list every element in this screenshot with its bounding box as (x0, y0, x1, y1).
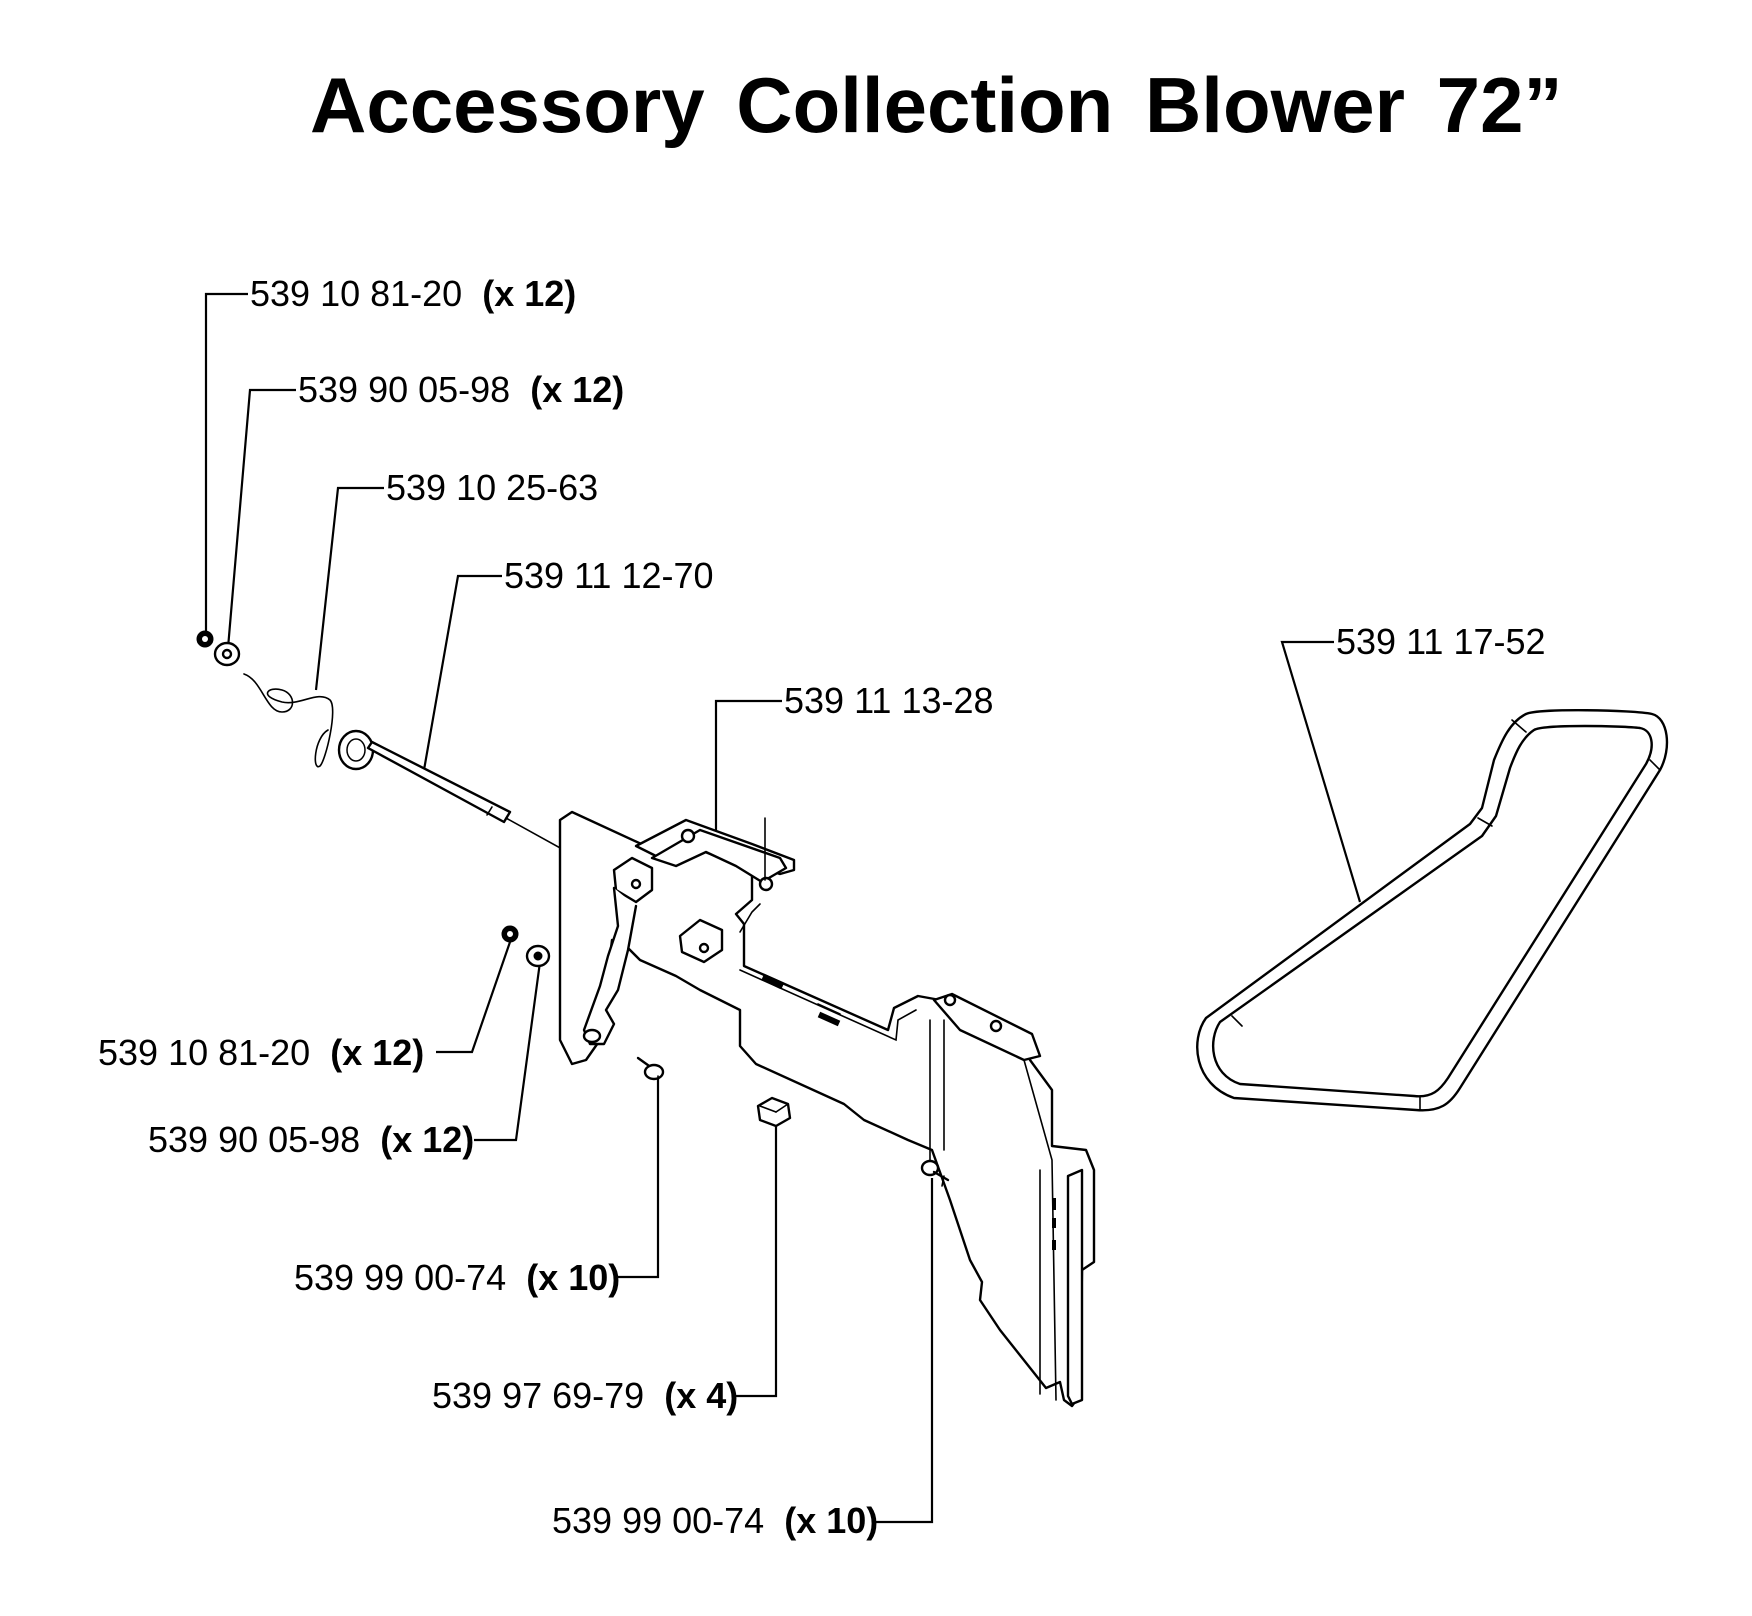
part-number: 539 10 81-20 (98, 1032, 310, 1073)
quantity: (x 12) (380, 1119, 474, 1160)
callout-washer-top[interactable]: 539 90 05-98 (x 12) (298, 369, 624, 410)
callout-belt[interactable]: 539 11 17-52 (1336, 621, 1546, 662)
quantity: (x 10) (784, 1500, 878, 1541)
bracket-assembly-part (558, 810, 1096, 1408)
leader-bolt-b (874, 1178, 934, 1524)
leader-washer-top (226, 388, 296, 649)
part-number: 539 90 05-98 (298, 369, 510, 410)
leader-lines (204, 292, 1362, 1524)
quantity: (x 4) (664, 1375, 738, 1416)
part-number: 539 11 12-70 (504, 555, 714, 596)
leader-bracket (714, 699, 782, 852)
part-number: 539 10 25-63 (386, 467, 598, 508)
bolt-b-part (920, 1159, 950, 1187)
leader-rod (422, 574, 502, 771)
pin-top-part (196, 630, 214, 648)
rod-part (337, 729, 601, 871)
washer-left-part (525, 944, 551, 968)
quantity: (x 10) (526, 1257, 620, 1298)
part-number: 539 11 17-52 (1336, 621, 1546, 662)
diagram-title: Accessory Collection Blower 72” (310, 61, 1562, 149)
quantity: (x 12) (530, 369, 624, 410)
pin-left-part (501, 925, 519, 943)
leader-washer-left (474, 961, 542, 1142)
part-number: 539 97 69-79 (432, 1375, 644, 1416)
part-number: 539 99 00-74 (552, 1500, 764, 1541)
leader-pin-top (204, 292, 248, 635)
callout-lanyard[interactable]: 539 10 25-63 (386, 467, 598, 508)
callout-bolt-b[interactable]: 539 99 00-74 (x 10) (552, 1500, 878, 1541)
callout-pin-left[interactable]: 539 10 81-20 (x 12) (98, 1032, 424, 1073)
leader-belt (1280, 640, 1362, 903)
callout-bracket[interactable]: 539 11 13-28 (784, 680, 994, 721)
callout-nut[interactable]: 539 97 69-79 (x 4) (432, 1375, 738, 1416)
nut-part (756, 1096, 792, 1128)
part-number: 539 90 05-98 (148, 1119, 360, 1160)
callout-pin-top[interactable]: 539 10 81-20 (x 12) (250, 273, 576, 314)
leader-nut (734, 1118, 778, 1398)
part-number: 539 99 00-74 (294, 1257, 506, 1298)
leader-lanyard (314, 486, 384, 691)
leader-pin-left (436, 941, 512, 1054)
callout-rod[interactable]: 539 11 12-70 (504, 555, 714, 596)
callout-bolt-a[interactable]: 539 99 00-74 (x 10) (294, 1257, 620, 1298)
belt-part (1196, 709, 1669, 1112)
bolt-a-part (636, 1056, 665, 1081)
part-number: 539 11 13-28 (784, 680, 994, 721)
quantity: (x 12) (330, 1032, 424, 1073)
washer-top-part (213, 641, 241, 667)
part-number: 539 10 81-20 (250, 273, 462, 314)
lanyard-part (243, 673, 334, 768)
callout-washer-left[interactable]: 539 90 05-98 (x 12) (148, 1119, 474, 1160)
leader-bolt-a (616, 1076, 660, 1279)
quantity: (x 12) (482, 273, 576, 314)
